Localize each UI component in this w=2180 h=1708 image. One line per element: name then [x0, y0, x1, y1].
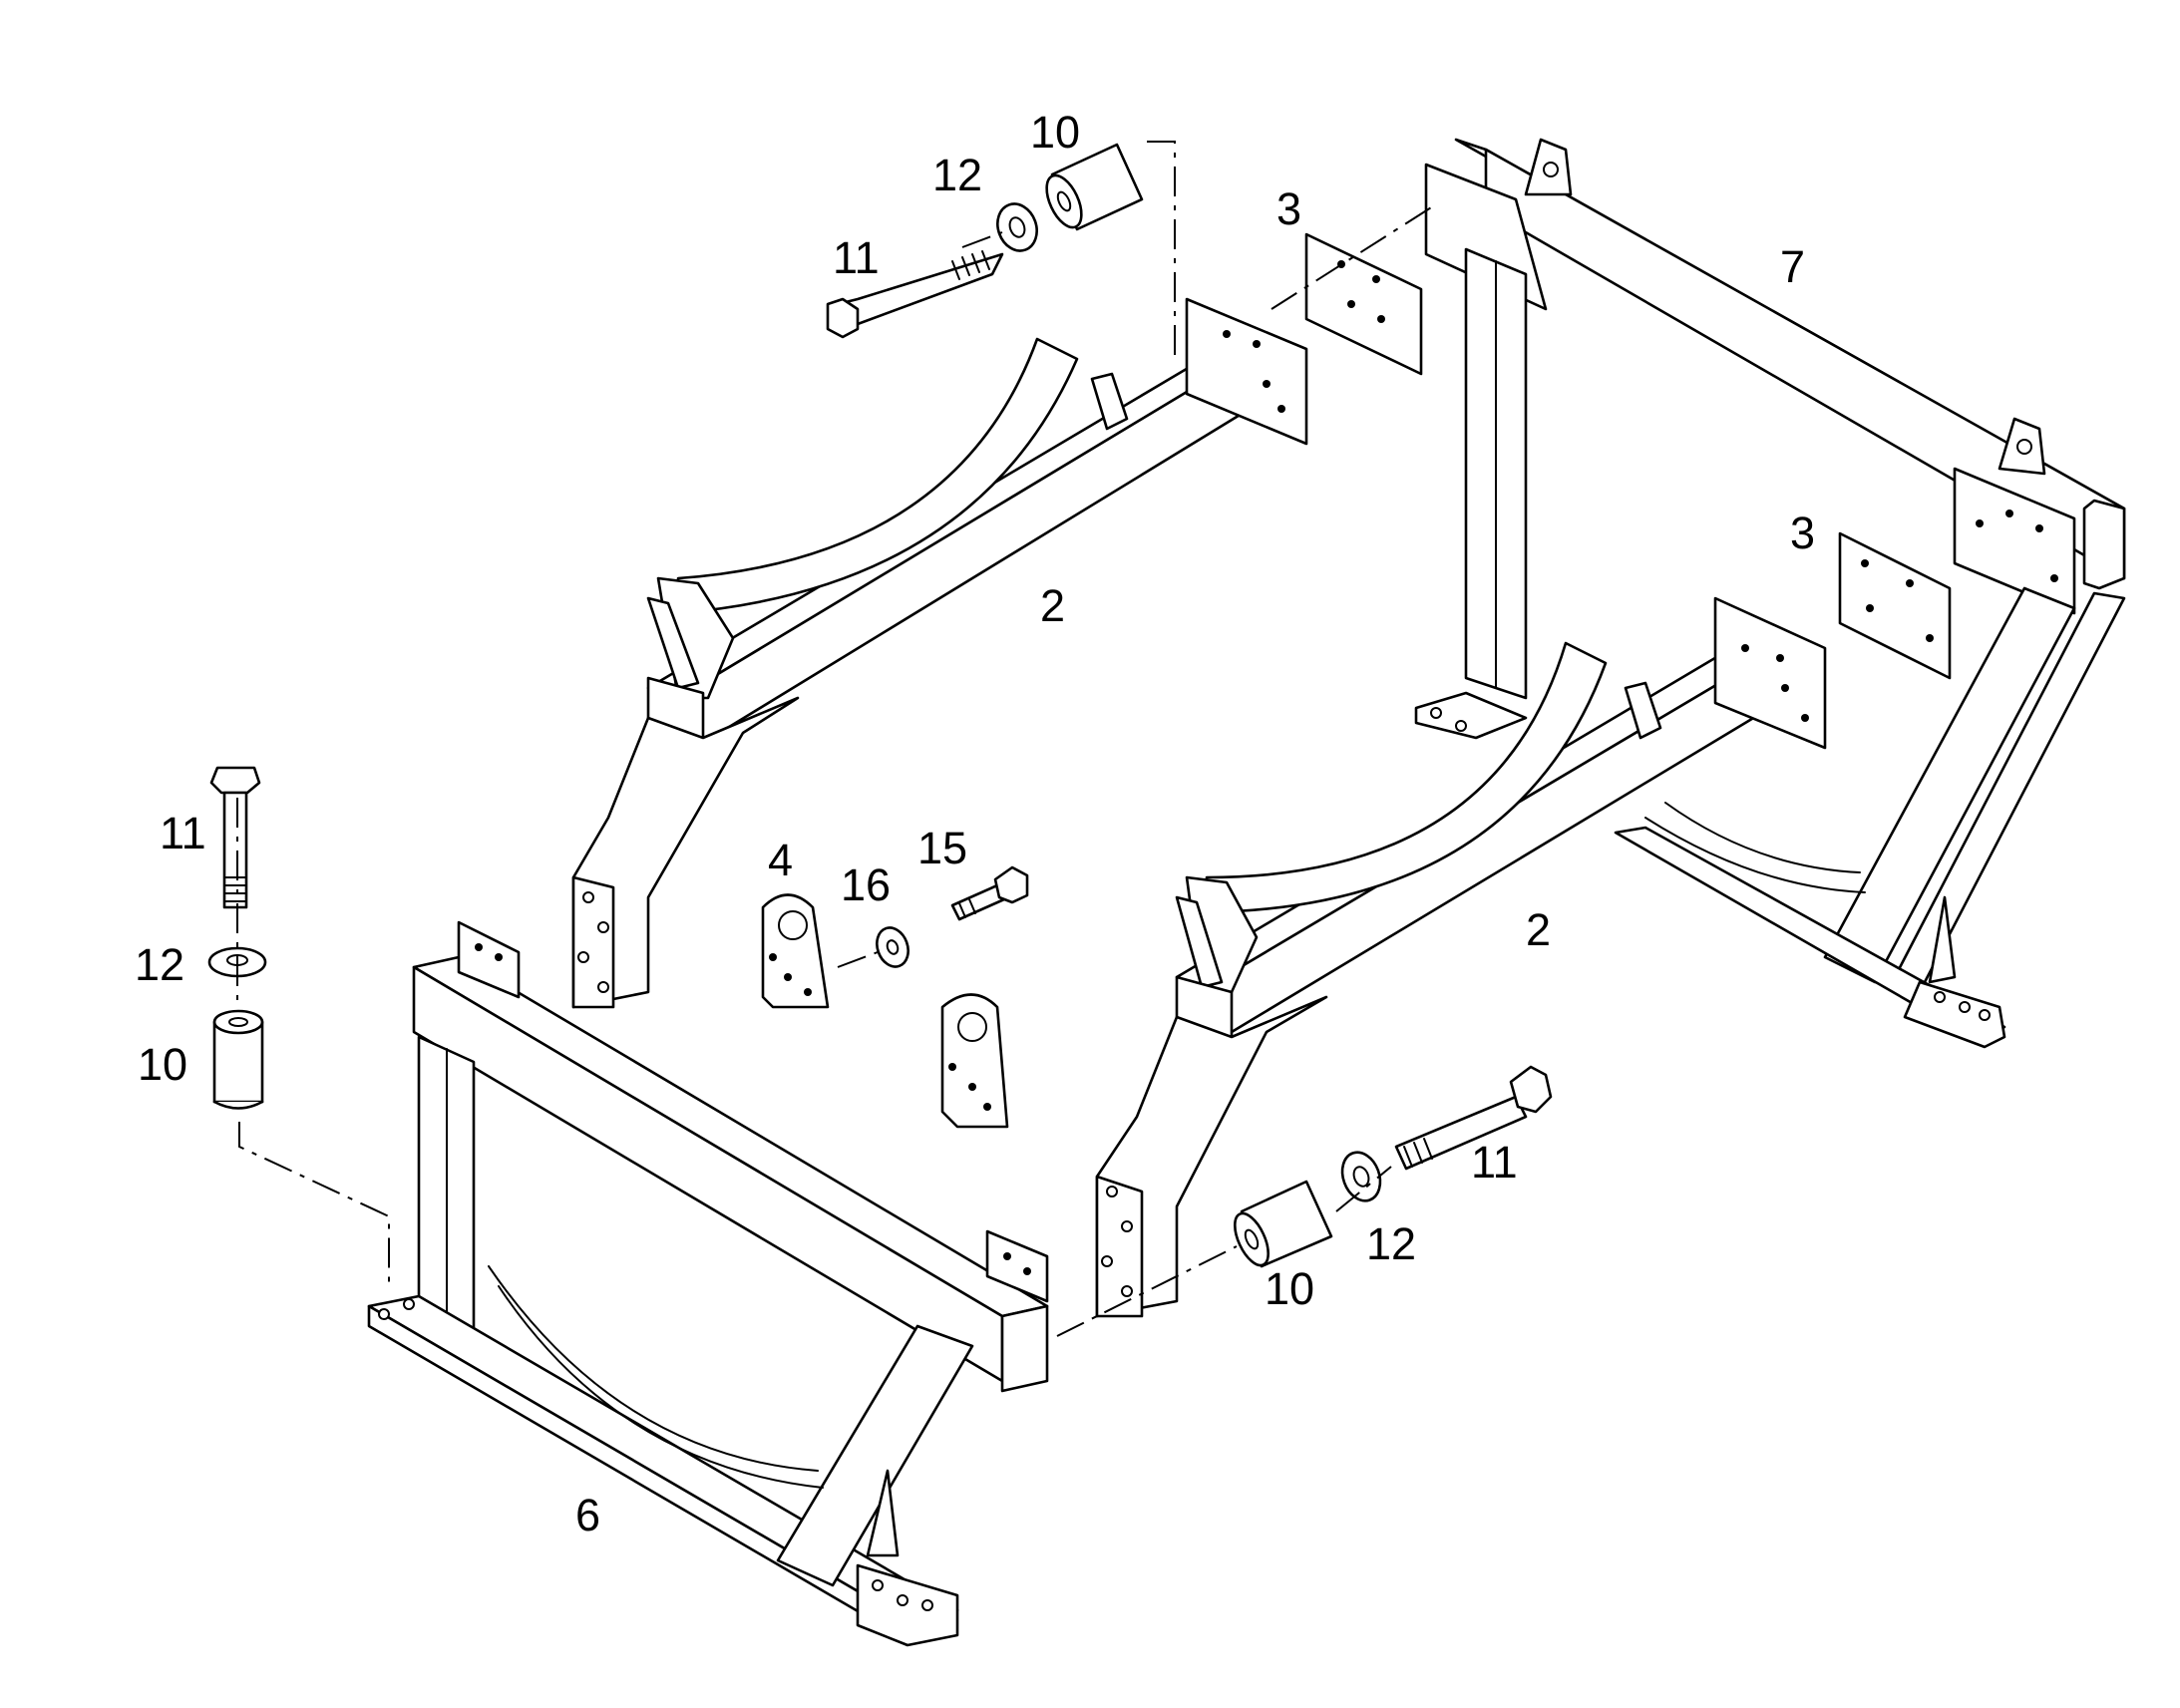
callout-2-front: 2	[1526, 904, 1552, 955]
callout-15: 15	[917, 823, 968, 873]
spacer-part-10-top	[1045, 143, 1144, 231]
washer-part-12-top	[996, 202, 1038, 252]
front-frame-part-6	[367, 920, 1049, 1647]
callout-11-left: 11	[160, 808, 206, 858]
callout-3-right: 3	[1790, 508, 1816, 558]
spacer-part-10-bottom	[1234, 1180, 1333, 1268]
callout-12-left: 12	[135, 939, 185, 990]
bolt-part-11-top	[826, 250, 1004, 339]
callout-11-bottom: 11	[1471, 1137, 1518, 1188]
callout-16: 16	[841, 859, 892, 910]
callout-6: 6	[575, 1490, 601, 1540]
bracket-part-4	[761, 893, 1009, 1129]
callout-10-left: 10	[138, 1039, 188, 1090]
rear-frame-part-7	[1414, 138, 2126, 1049]
callout-10-bottom: 10	[1265, 1263, 1315, 1314]
shim-plate-part-3-top	[1304, 232, 1423, 376]
bolt-part-11-bottom	[1394, 1065, 1553, 1171]
callout-4: 4	[768, 835, 794, 885]
bolt-part-15	[950, 865, 1029, 921]
washer-part-12-bottom	[1340, 1151, 1382, 1202]
callout-12-bottom: 12	[1366, 1218, 1417, 1269]
cross-member-part-2-back	[571, 297, 1308, 1009]
bolt-part-11-left	[209, 766, 261, 909]
callout-7: 7	[1780, 241, 1806, 292]
washer-part-16	[876, 926, 909, 968]
callout-2-back: 2	[1040, 580, 1066, 631]
callout-10-top: 10	[1030, 107, 1081, 158]
callout-3-top: 3	[1276, 183, 1302, 234]
spacer-part-10-left	[212, 1009, 264, 1110]
callout-12-top: 12	[932, 150, 983, 200]
cross-member-part-2-front	[1095, 596, 1827, 1318]
shim-plate-part-3-right	[1838, 531, 1952, 680]
callout-11-top: 11	[833, 232, 880, 283]
assembly-center-lines	[236, 141, 1437, 1337]
